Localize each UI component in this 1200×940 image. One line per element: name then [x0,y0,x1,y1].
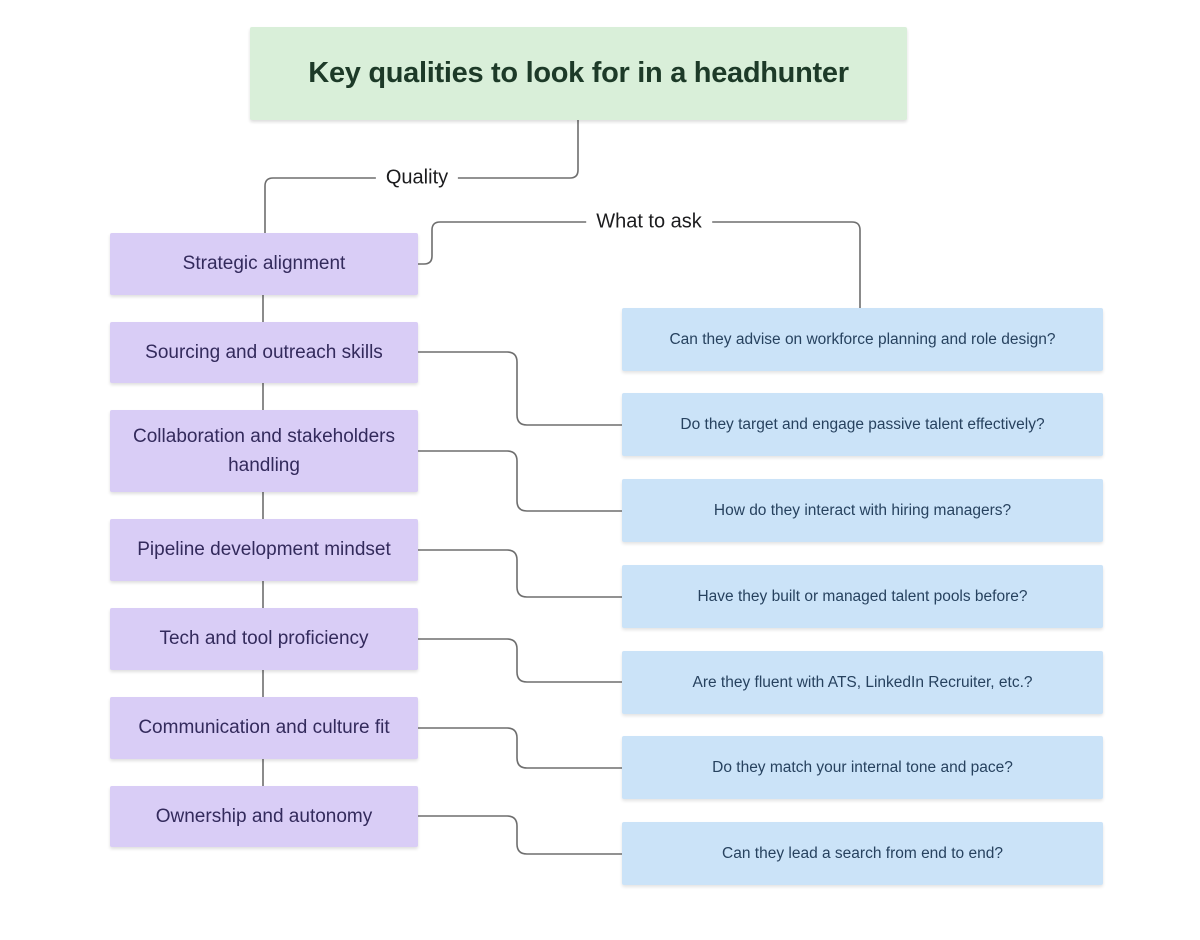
quality-node-strategic-alignment: Strategic alignment [110,233,418,295]
branch-label-what-to-ask: What to ask [586,208,712,236]
question-node-passive-talent: Do they target and engage passive talent… [622,393,1103,456]
quality-node-tech-tools: Tech and tool proficiency [110,608,418,670]
question-node-tone-pace: Do they match your internal tone and pac… [622,736,1103,799]
quality-node-communication: Communication and culture fit [110,697,418,759]
quality-node-ownership: Ownership and autonomy [110,786,418,847]
connector-communication [418,727,622,769]
connector-tech [418,638,622,683]
question-node-end-to-end: Can they lead a search from end to end? [622,822,1103,885]
quality-node-sourcing-outreach: Sourcing and outreach skills [110,322,418,383]
diagram-title: Key qualities to look for in a headhunte… [250,27,907,120]
branch-label-quality: Quality [375,164,459,192]
connector-sourcing [418,351,622,426]
question-node-ats-linkedin: Are they fluent with ATS, LinkedIn Recru… [622,651,1103,714]
quality-node-pipeline: Pipeline development mindset [110,519,418,581]
connector-pipeline [418,549,622,598]
connector-collaboration [418,450,622,512]
question-node-workforce-planning: Can they advise on workforce planning an… [622,308,1103,371]
question-node-talent-pools: Have they built or managed talent pools … [622,565,1103,628]
quality-node-collaboration: Collaboration and stakeholders handling [110,410,418,492]
connector-ownership [418,815,622,855]
question-node-hiring-managers: How do they interact with hiring manager… [622,479,1103,542]
